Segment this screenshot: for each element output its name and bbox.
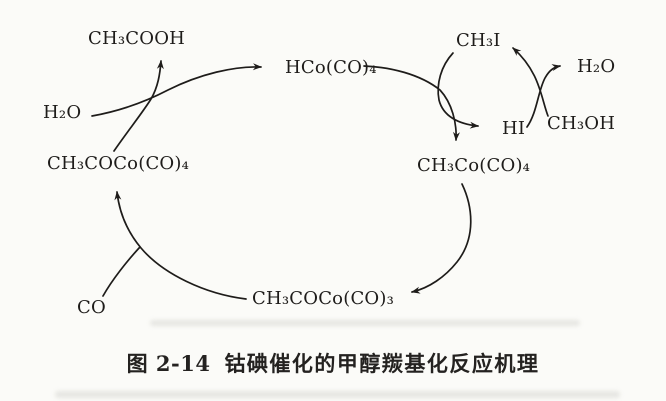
molecule-methyl-cobalt-tetracarbonyl: CH₃Co(CO)₄	[417, 155, 531, 176]
molecule-methanol: CH₃OH	[547, 113, 616, 134]
molecule-hi: HI	[502, 118, 526, 139]
molecule-acetic-acid: CH₃COOH	[88, 28, 186, 49]
arrow-ch3coco4-to-ch3cocoCO3	[411, 183, 472, 294]
co-feed-line	[102, 246, 141, 297]
molecule-acetyl-cobalt-tetracarbonyl: CH₃COCo(CO)₄	[47, 153, 190, 174]
molecule-carbon-monoxide: CO	[77, 297, 106, 318]
figure-number: 图 2-14	[126, 351, 211, 376]
arrow-hi-to-h2o	[526, 64, 561, 128]
molecule-hcoco4: HCo(CO)₄	[285, 57, 377, 78]
molecule-water-right: H₂O	[577, 56, 616, 77]
figure-caption: 图 2-14 钴碘催化的甲醇羰基化反应机理	[0, 348, 666, 378]
scan-artifact-top	[150, 320, 580, 326]
arrow-hcoco4-to-ch3coco4	[363, 65, 460, 141]
molecule-water-left: H₂O	[43, 102, 82, 123]
arrow-h2o-to-hcoco4	[91, 63, 262, 117]
scan-artifact-bottom	[55, 391, 620, 398]
arrow-ch3cocoCO3-to-ch3cocoCO4	[114, 191, 247, 300]
arrow-ch3i-to-hi	[437, 52, 479, 129]
arrow-ch3oh-to-ch3i	[512, 47, 549, 117]
arrow-ch3cocoCO4-to-ch3cooh	[113, 60, 164, 152]
molecule-methyl-iodide: CH₃I	[456, 30, 501, 51]
figure-title: 钴碘催化的甲醇羰基化反应机理	[224, 351, 540, 376]
molecule-acetyl-cobalt-tricarbonyl: CH₃COCo(CO)₃	[252, 288, 395, 309]
